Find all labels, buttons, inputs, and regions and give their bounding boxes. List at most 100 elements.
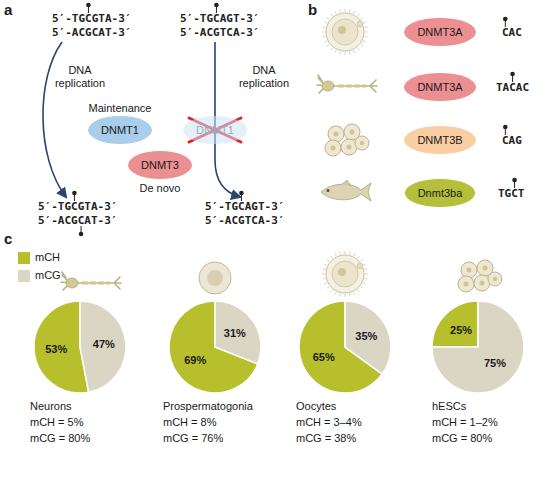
corona-ray <box>349 51 351 54</box>
legend-text: mCG <box>35 269 61 282</box>
level-value: mCG = 80% <box>30 432 90 445</box>
corona-ray <box>339 10 341 13</box>
corona-ray <box>335 292 336 295</box>
dna-sequence: 5′-ACGCAT-3′ <box>52 26 131 39</box>
pie-percent: 65% <box>313 351 335 364</box>
dna-sequence: 5′-ACGTCA-3′ <box>180 26 259 39</box>
process-label: De novo <box>140 182 181 195</box>
enzyme-name: DNMT1 <box>101 124 139 137</box>
enzyme-name: DNMT3A <box>417 26 462 39</box>
corona-ray <box>354 11 355 14</box>
enzyme-ellipse: DNMT3A <box>404 18 475 46</box>
corona-ray <box>357 48 359 50</box>
corona-ray <box>324 264 327 265</box>
corona-ray <box>349 252 351 255</box>
corona-ray <box>357 290 359 292</box>
corona-ray <box>363 41 366 42</box>
legend-swatch <box>18 252 30 264</box>
enzyme-name: DNMT3A <box>417 81 462 94</box>
corona-ray <box>363 264 366 265</box>
panel-letter: c <box>4 230 12 247</box>
motif: CAC <box>502 26 522 39</box>
level-value: mCH = 8% <box>163 416 217 429</box>
pie-percent: 35% <box>355 330 377 343</box>
inactive-enzyme-ellipse: DNMT1 <box>183 116 247 144</box>
level-value: mCH = 5% <box>30 416 84 429</box>
corona-ray <box>365 274 368 275</box>
cell-type: Prospermatogonia <box>163 400 253 413</box>
corona-ray <box>324 22 327 23</box>
corona-ray <box>363 283 366 284</box>
cell-type: Neurons <box>30 400 72 413</box>
pie-slice <box>80 301 126 392</box>
methyl-dot <box>79 232 84 237</box>
corona-ray <box>327 18 329 20</box>
pie-percent: 31% <box>224 327 246 340</box>
methyl-dot <box>72 191 77 196</box>
process-label: DNA replication <box>233 64 295 90</box>
methyl-dot <box>510 72 515 77</box>
motif: TGCT <box>498 187 525 200</box>
level-value: mCH = 1–2% <box>432 416 498 429</box>
corona-ray <box>331 48 333 50</box>
corona-ray <box>361 260 363 262</box>
motif: CAG <box>502 134 522 147</box>
cell-type: Oocytes <box>296 400 336 413</box>
dna-sequence: 5′-ACGCAT-3′ <box>38 214 117 227</box>
corona-ray <box>354 292 355 295</box>
corona-ray <box>364 36 367 38</box>
legend-swatch <box>18 270 30 282</box>
process-label: DNA replication <box>49 64 111 90</box>
process-label: Maintenance <box>89 102 152 115</box>
enzyme-ellipse: DNMT1 <box>88 116 152 144</box>
corona-ray <box>357 256 359 258</box>
cell-type: hESCs <box>432 400 466 413</box>
pie-percent: 75% <box>484 357 506 370</box>
corona-ray <box>364 268 367 270</box>
corona-ray <box>354 50 355 53</box>
methyl-dot <box>86 3 91 8</box>
pie-slice <box>215 301 261 364</box>
corona-ray <box>339 252 341 255</box>
level-value: mCG = 80% <box>432 432 492 445</box>
corona-ray <box>331 14 333 16</box>
enzyme-name: Dnmt3ba <box>418 187 463 200</box>
enzyme-name: DNMT1 <box>196 124 234 137</box>
methyl-dot <box>214 3 219 8</box>
corona-ray <box>357 14 359 16</box>
corona-ray <box>354 253 355 256</box>
methyl-dot <box>239 191 244 196</box>
enzyme-name: DNMT3B <box>417 134 462 147</box>
corona-ray <box>324 283 327 284</box>
level-value: mCG = 38% <box>296 432 356 445</box>
corona-ray <box>324 41 327 42</box>
dna-sequence: 5′-TGCGTA-3′ <box>52 12 131 25</box>
panel-letter: a <box>4 1 12 18</box>
enzyme-name: DNMT3 <box>141 159 179 172</box>
corona-ray <box>339 293 341 296</box>
corona-ray <box>365 32 368 33</box>
corona-ray <box>349 10 351 13</box>
enzyme-ellipse: Dnmt3ba <box>405 179 476 207</box>
corona-ray <box>322 32 325 33</box>
methyl-dot <box>503 125 508 130</box>
legend-text: mCH <box>35 251 60 264</box>
corona-ray <box>327 286 329 288</box>
corona-ray <box>345 251 346 254</box>
corona-ray <box>345 52 346 55</box>
corona-ray <box>327 260 329 262</box>
corona-ray <box>327 44 329 46</box>
corona-ray <box>361 286 363 288</box>
methyl-dot <box>512 178 517 183</box>
level-value: mCH = 3–4% <box>296 416 362 429</box>
pie-percent: 69% <box>184 354 206 367</box>
enzyme-ellipse: DNMT3B <box>404 126 475 154</box>
pie-percent: 47% <box>93 338 115 351</box>
dna-sequence: 5′-TGCAGT-3′ <box>205 200 284 213</box>
corona-ray <box>335 50 336 53</box>
corona-ray <box>361 18 363 20</box>
corona-ray <box>331 290 333 292</box>
corona-ray <box>349 293 351 296</box>
corona-ray <box>323 36 326 38</box>
motif: TACAC <box>496 81 529 94</box>
